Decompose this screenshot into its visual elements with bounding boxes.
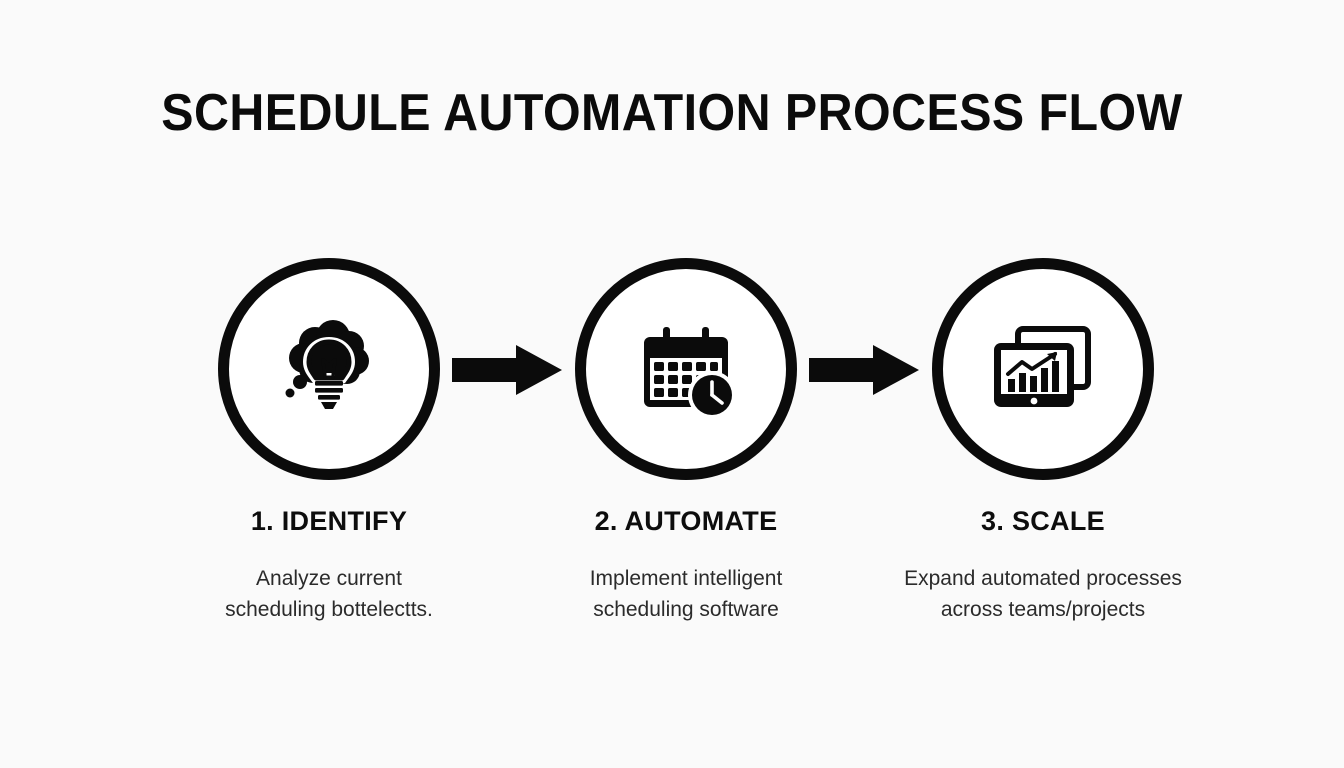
step-1-description-line-2: scheduling bottelectts. <box>225 597 433 621</box>
lightbulb-thought-icon <box>273 313 385 425</box>
page-title: SCHEDULE AUTOMATION PROCESS FLOW <box>161 84 1183 142</box>
process-flow-row <box>0 258 1344 488</box>
step-3-circle[interactable] <box>932 258 1154 480</box>
step-1-description-line-1: Analyze current <box>256 567 402 591</box>
step-2-circle[interactable] <box>575 258 797 480</box>
step-3-caption: 3. SCALE Expand automated processes acro… <box>873 505 1213 625</box>
step-1-title: 1. IDENTIFY <box>250 506 408 536</box>
step-3-description-line-1: Expand automated processes <box>904 567 1182 591</box>
step-3-description: Expand automated processes across teams/… <box>873 564 1213 625</box>
calendar-clock-icon <box>630 313 742 425</box>
step-2-description: Implement intelligent scheduling softwar… <box>516 564 856 625</box>
arrow-step2-to-step3 <box>809 344 919 396</box>
arrow-step1-to-step2 <box>452 344 562 396</box>
step-1-circle[interactable] <box>218 258 440 480</box>
step-1-description: Analyze current scheduling bottelectts. <box>159 564 499 625</box>
step-2-caption: 2. AUTOMATE Implement intelligent schedu… <box>516 505 856 625</box>
step-captions: 1. IDENTIFY Analyze current scheduling b… <box>0 505 1344 665</box>
step-2-description-line-2: scheduling software <box>593 597 779 621</box>
step-1-caption: 1. IDENTIFY Analyze current scheduling b… <box>159 505 499 625</box>
step-2-title: 2. AUTOMATE <box>594 506 778 536</box>
step-2-description-line-1: Implement intelligent <box>589 567 783 591</box>
step-3-description-line-2: across teams/projects <box>940 597 1146 621</box>
step-3-title: 3. SCALE <box>981 506 1105 536</box>
tablet-growth-chart-icon <box>987 313 1099 425</box>
